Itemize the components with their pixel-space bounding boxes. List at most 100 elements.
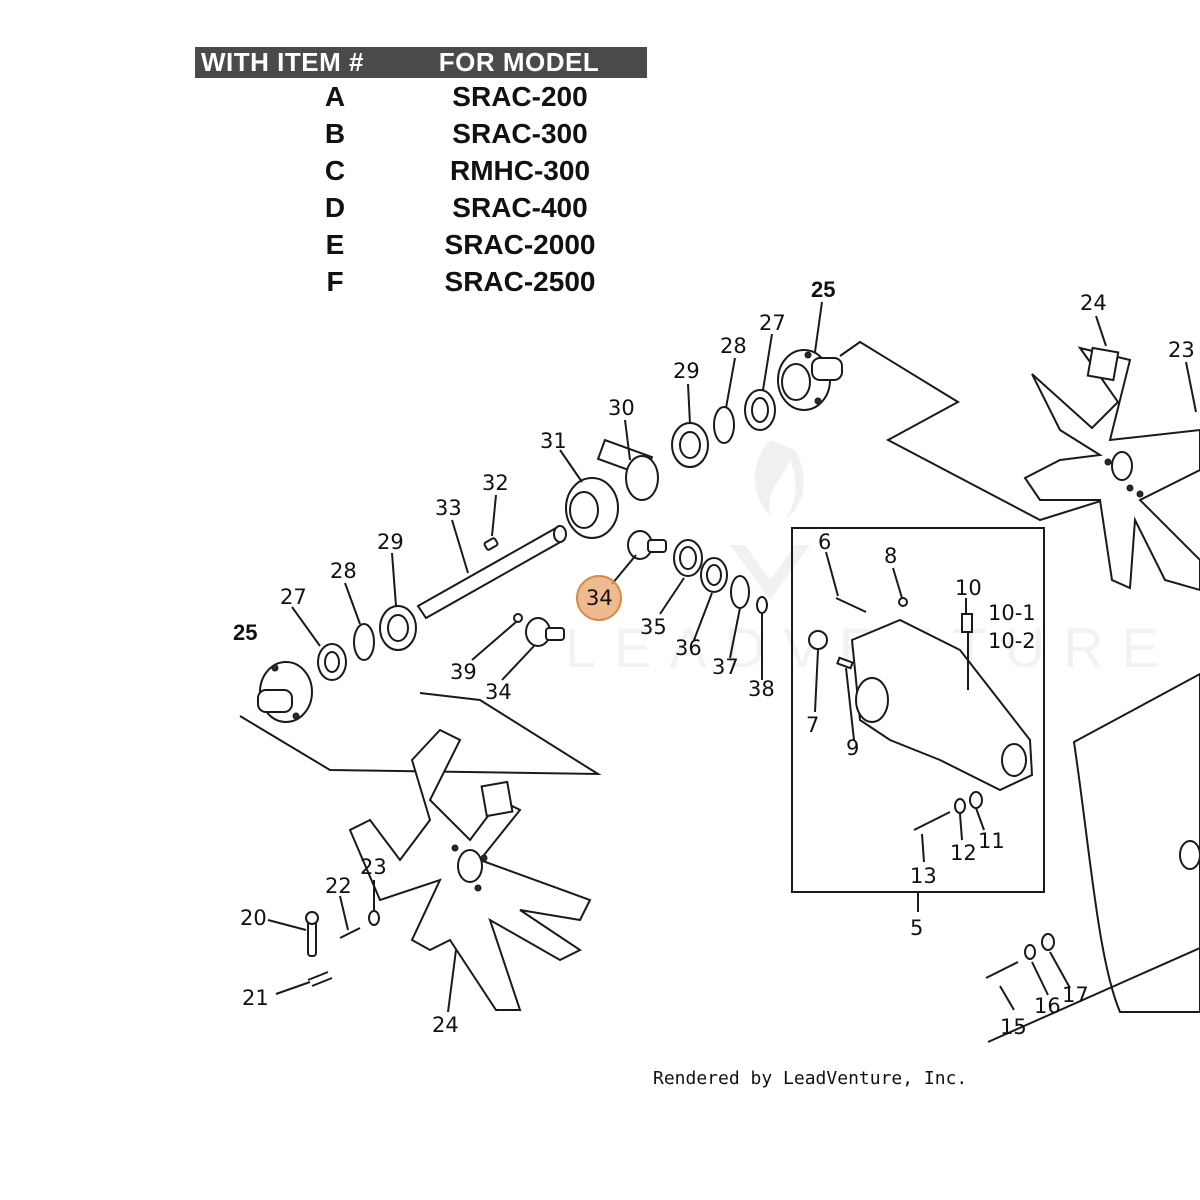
row-model: SRAC-200: [452, 80, 588, 112]
leader-lines: [267, 301, 1197, 1013]
callout-5: 5: [910, 916, 923, 940]
callout-22: 22: [325, 874, 352, 898]
row-model: RMHC-300: [449, 154, 591, 186]
ring-38: [756, 596, 768, 614]
washer-39: [513, 613, 523, 623]
callout-24: 24: [1080, 291, 1107, 315]
callout-27: 27: [280, 585, 307, 609]
tine-bottom-left: [348, 728, 592, 1011]
tine-outline-right: [839, 340, 1200, 522]
credit-text: Rendered by LeadVenture, Inc.: [653, 1068, 968, 1089]
table-row: C RMHC-300: [195, 152, 647, 189]
washer-23: [368, 910, 380, 926]
gear-31: [565, 477, 619, 539]
washer-17: [1041, 933, 1055, 951]
bearing-29-left: [379, 605, 417, 651]
hub-25-left: [257, 661, 313, 723]
callout-23: 23: [360, 855, 387, 879]
row-item: B: [324, 117, 346, 149]
header-model: FOR MODEL: [438, 47, 600, 77]
washer-12: [954, 798, 966, 814]
callout-34: 34: [485, 680, 512, 704]
plug-8: [898, 597, 908, 607]
callout-27: 27: [759, 311, 786, 335]
callout-36: 36: [675, 636, 702, 660]
callout-8: 8: [884, 544, 897, 568]
callout-16: 16: [1034, 994, 1061, 1018]
callout-23: 23: [1168, 338, 1195, 362]
callout-11: 11: [978, 829, 1005, 853]
clip-21: [307, 971, 333, 987]
hub-25-top: [777, 349, 843, 411]
callout-25: 25: [811, 277, 835, 302]
callout-31: 31: [540, 429, 567, 453]
key-32: [483, 537, 499, 551]
callout-25: 25: [233, 620, 257, 645]
callout-20: 20: [240, 906, 267, 930]
washer-11: [969, 791, 983, 809]
callout-9: 9: [846, 736, 859, 760]
callout-24: 24: [432, 1013, 459, 1037]
callout-28: 28: [720, 334, 747, 358]
row-item: E: [325, 228, 345, 260]
table-row: B SRAC-300: [195, 115, 647, 152]
shield-mount-line: [987, 947, 1200, 1043]
callout-7: 7: [806, 713, 819, 737]
table-row: F SRAC-2500: [195, 263, 647, 300]
bearing-27-left: [317, 643, 347, 681]
tine-outline-left: [239, 692, 602, 776]
bolt-13: [913, 811, 951, 831]
bearing-29-top: [671, 422, 709, 468]
row-model: SRAC-300: [452, 117, 588, 149]
tine-shield: [1072, 672, 1200, 1013]
pin-9: [836, 656, 854, 670]
table-row: E SRAC-2000: [195, 226, 647, 263]
callout-10: 10: [955, 576, 982, 600]
row-model: SRAC-2500: [444, 265, 596, 297]
callout-38: 38: [748, 677, 775, 701]
highlight-marker[interactable]: [576, 575, 622, 621]
callout-39: 39: [450, 660, 477, 684]
bolt-15: [985, 961, 1019, 979]
gearbox-housing: [850, 618, 1034, 792]
nut-7: [808, 630, 828, 650]
bearing-35: [673, 539, 703, 577]
callout-29: 29: [377, 530, 404, 554]
callout-15: 15: [1000, 1015, 1027, 1039]
ring-37: [730, 575, 750, 609]
gear-34-lower: [525, 617, 565, 647]
table-row: A SRAC-200: [195, 78, 647, 115]
callout-6: 6: [818, 530, 831, 554]
callout-13: 13: [910, 864, 937, 888]
callout-29: 29: [673, 359, 700, 383]
callout-30: 30: [608, 396, 635, 420]
callout-17: 17: [1062, 983, 1089, 1007]
tine-top-right: [1023, 346, 1200, 592]
bolt-22: [339, 927, 361, 939]
gear-34-upper: [627, 530, 667, 560]
gear-shaft-30: [596, 438, 659, 501]
row-item: F: [326, 265, 344, 297]
washer-16: [1024, 944, 1036, 960]
callout-34-highlight[interactable]: 34: [586, 586, 613, 610]
callout-12: 12: [950, 841, 977, 865]
row-item: C: [324, 154, 346, 186]
callout-10-2: 10-2: [988, 629, 1036, 653]
pin-20: [305, 911, 319, 957]
callout-37: 37: [712, 655, 739, 679]
bolt-10: [961, 613, 973, 633]
ring-28-left: [353, 623, 375, 661]
row-item: A: [324, 80, 346, 112]
callout-21: 21: [242, 986, 269, 1010]
callout-28: 28: [330, 559, 357, 583]
model-table-header: WITH ITEM # FOR MODEL: [195, 47, 647, 78]
row-model: SRAC-400: [452, 191, 588, 223]
callout-35: 35: [640, 615, 667, 639]
callout-10-1: 10-1: [988, 601, 1036, 625]
callout-33: 33: [435, 496, 462, 520]
ring-28-top: [713, 406, 735, 444]
bearing-27-top: [744, 389, 776, 431]
shaft-33: [416, 525, 567, 620]
